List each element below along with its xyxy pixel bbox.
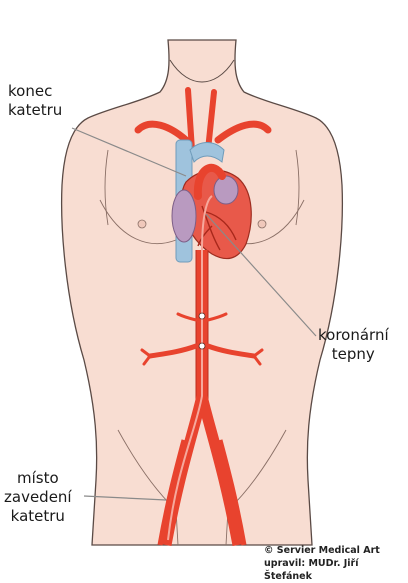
mesenteric-artery	[176, 312, 228, 322]
pectoral-line	[99, 199, 177, 244]
arm-crease	[104, 149, 109, 226]
catheter-tip-label: konec katetru	[8, 82, 63, 119]
catheterization-diagram	[60, 39, 344, 547]
neck-line	[169, 59, 235, 83]
leader-coronary-arteries	[205, 213, 317, 337]
arm-crease	[295, 149, 300, 226]
atrium	[213, 175, 239, 205]
credit-line-1: © Servier Medical Art	[264, 545, 380, 556]
atrium	[171, 189, 197, 243]
nipple	[257, 219, 267, 229]
aortic-arch	[193, 163, 226, 200]
aorta-edge	[195, 250, 209, 400]
insertion-site-label: místo zavedení katetru	[4, 469, 72, 525]
nipple	[137, 219, 147, 229]
aorta-marker	[198, 342, 206, 350]
carotid-artery	[205, 89, 217, 153]
renal-artery	[147, 343, 257, 359]
leader-catheter-tip	[71, 127, 187, 177]
subclavian-artery	[134, 120, 190, 144]
subclavian-artery	[214, 120, 272, 144]
leader-insertion-site	[83, 495, 167, 501]
iliac-branch	[157, 439, 247, 546]
iliac-artery	[196, 394, 244, 547]
coronary-arteries-label: koronární tepny	[318, 326, 389, 363]
catheter	[167, 195, 213, 541]
vena-cava-branch	[189, 142, 225, 163]
carotid-artery	[185, 87, 195, 153]
aorta-marker	[198, 312, 206, 320]
renal-artery-twig	[140, 348, 264, 366]
credit-line-2: upravil: MUDr. Jiří Štefánek	[264, 558, 359, 582]
